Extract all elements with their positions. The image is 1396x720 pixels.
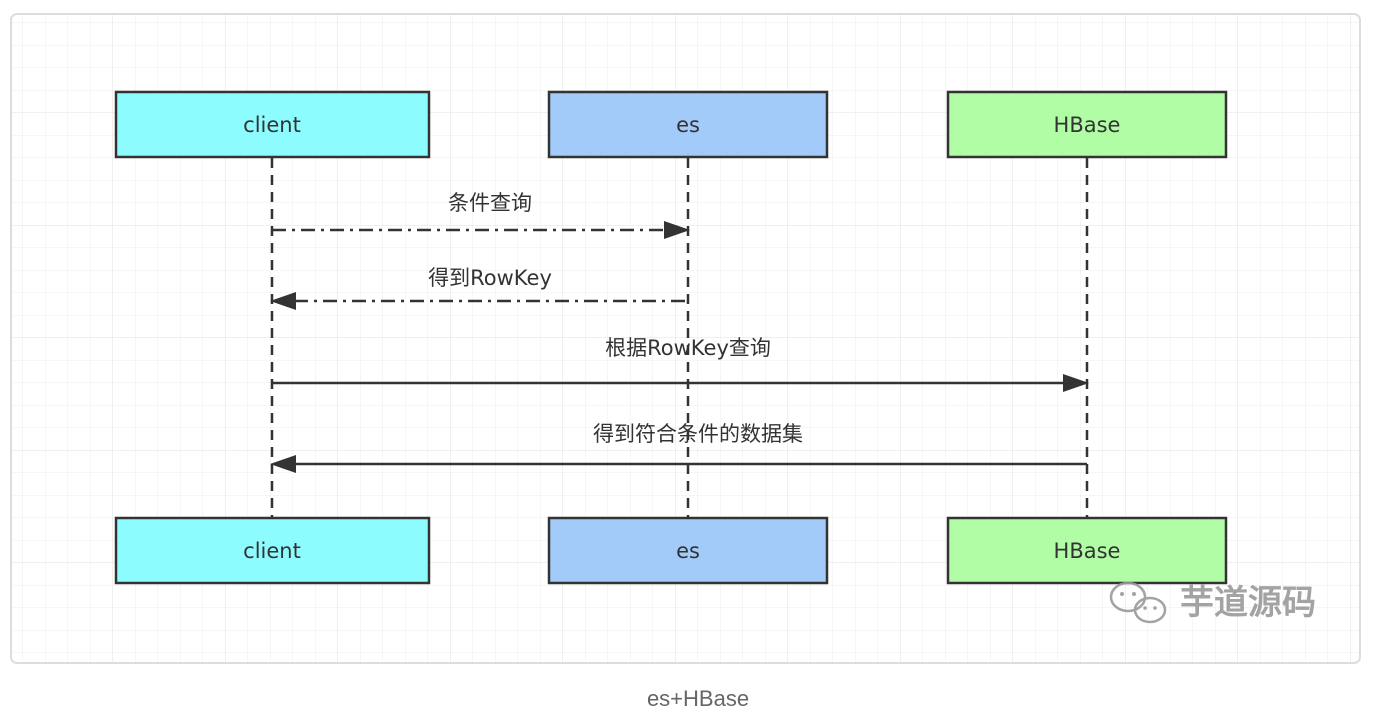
grid-background: [10, 13, 1361, 664]
participant-es-bottom: es: [547, 516, 829, 585]
participant-hbase-bottom: HBase: [946, 516, 1228, 585]
message-1-label: 条件查询: [448, 191, 532, 215]
message-3: 根据RowKey查询: [272, 336, 1089, 392]
message-1: 条件查询: [272, 191, 690, 239]
message-4: 得到符合条件的数据集: [270, 422, 1087, 473]
participant-es-top-label: es: [676, 113, 700, 137]
message-4-label: 得到符合条件的数据集: [593, 422, 803, 446]
message-3-arrowhead: [1063, 374, 1089, 392]
watermark: 芋道源码: [1109, 581, 1316, 624]
participant-es-top: es: [547, 90, 829, 159]
wechat-icon: [1109, 581, 1167, 624]
participant-client-bottom-label: client: [243, 539, 301, 563]
participant-es-bottom-label: es: [676, 539, 700, 563]
message-2-label: 得到RowKey: [428, 266, 552, 290]
participant-hbase-top-label: HBase: [1054, 113, 1121, 137]
figure-caption: es+HBase: [646, 686, 750, 711]
message-4-arrowhead: [270, 455, 296, 473]
message-2: 得到RowKey: [270, 266, 688, 310]
message-1-arrowhead: [664, 221, 690, 239]
message-3-label: 根据RowKey查询: [605, 336, 771, 360]
participant-hbase-top: HBase: [946, 90, 1228, 159]
watermark-text: 芋道源码: [1180, 583, 1316, 623]
participant-hbase-bottom-label: HBase: [1054, 539, 1121, 563]
message-2-arrowhead: [270, 292, 296, 310]
participant-client-top: client: [114, 90, 431, 159]
participant-client-bottom: client: [114, 516, 431, 585]
participant-client-top-label: client: [243, 113, 301, 137]
